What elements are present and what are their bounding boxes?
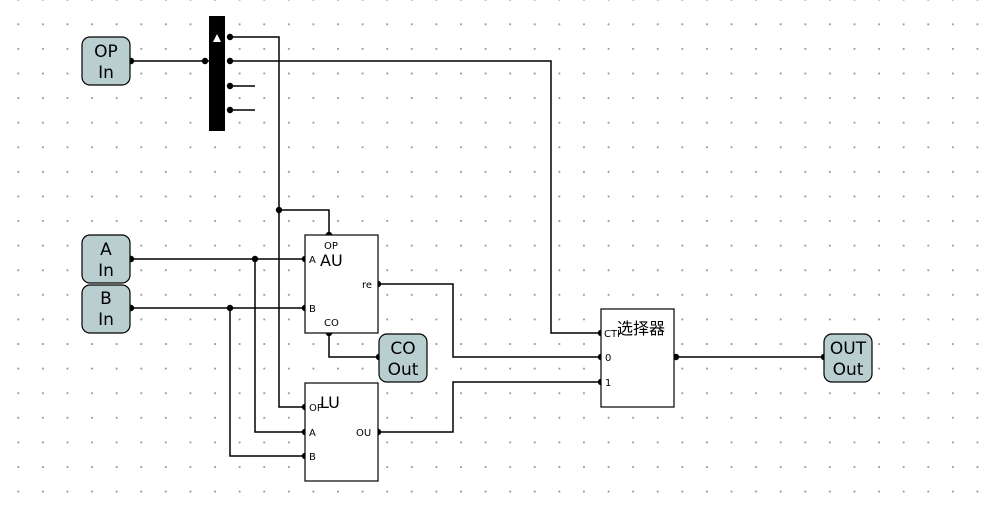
junctions (127, 33, 828, 460)
pin-out-out[interactable]: OUT Out (823, 333, 873, 383)
mux-port-ctrl-clip: CTRL (604, 329, 630, 340)
wire-au-re-to-mux[interactable] (378, 283, 601, 358)
mux-body[interactable] (600, 308, 675, 408)
junction-dot (201, 57, 209, 65)
pin-type: Out (833, 360, 864, 380)
junction-dot (226, 304, 234, 312)
pin-body[interactable] (378, 333, 428, 383)
pin-type: Out (388, 360, 419, 380)
junction-dot (226, 33, 234, 41)
au-title: AU (320, 251, 343, 270)
mux-port-1: 1 (605, 378, 611, 389)
pin-name: B (100, 289, 112, 309)
pin-body[interactable] (81, 284, 131, 334)
pin-type: In (98, 310, 114, 330)
wires (131, 36, 824, 457)
au-port-a: A (309, 255, 316, 266)
au-port-b: B (309, 304, 316, 315)
pin-body[interactable] (823, 333, 873, 383)
pin-name: OP (94, 42, 118, 62)
junction-dot (226, 57, 234, 65)
pin-body[interactable] (81, 36, 131, 86)
wire-a-to-lu[interactable] (254, 259, 305, 433)
lu-port-ou: OU (356, 428, 371, 439)
lu-port-op: OP (309, 403, 323, 414)
mux-title: 选择器 (617, 319, 665, 338)
wire-au-co-to-out[interactable] (328, 333, 379, 358)
lu-title: LU (320, 393, 340, 412)
mux-port-0: 0 (605, 353, 611, 364)
pin-name: OUT (830, 339, 867, 359)
pin-name: CO (390, 339, 415, 359)
lu-port-b: B (309, 452, 316, 463)
splitter-bar[interactable] (209, 16, 225, 131)
pin-type: In (98, 261, 114, 281)
subcircuit-lu[interactable]: LU OP A B OU (304, 382, 379, 482)
junction-dot (226, 106, 234, 114)
splitter[interactable] (209, 16, 225, 131)
pin-body[interactable] (81, 234, 131, 284)
lu-body[interactable] (304, 382, 379, 482)
pin-co-out[interactable]: CO Out (378, 333, 428, 383)
subcircuit-mux[interactable]: CTRL 选择器 0 1 (600, 308, 675, 408)
wire-lu-ou-to-mux[interactable] (378, 381, 601, 433)
wire-split-bit1[interactable] (230, 60, 601, 334)
au-port-re: re (362, 280, 372, 291)
junction-dot (251, 255, 259, 263)
pin-op-in[interactable]: OP In (81, 36, 131, 86)
pin-type: In (98, 63, 114, 83)
pin-b-in[interactable]: B In (81, 284, 131, 334)
junction-dot (275, 206, 283, 214)
wire-op-to-au[interactable] (279, 209, 330, 235)
au-body[interactable] (304, 234, 379, 334)
subcircuit-au[interactable]: AU OP A B re CO (304, 234, 379, 334)
wire-split-bit0[interactable] (230, 36, 305, 408)
au-port-op: OP (324, 241, 338, 252)
lu-port-a: A (309, 428, 316, 439)
junction-dot (226, 82, 234, 90)
pin-a-in[interactable]: A In (81, 234, 131, 284)
wire-b-to-lu[interactable] (229, 308, 305, 457)
mux-port-ctrl: CTRL (604, 329, 630, 340)
au-port-co: CO (324, 318, 339, 329)
pin-name: A (100, 240, 112, 260)
splitter-arrow-icon (213, 34, 221, 42)
